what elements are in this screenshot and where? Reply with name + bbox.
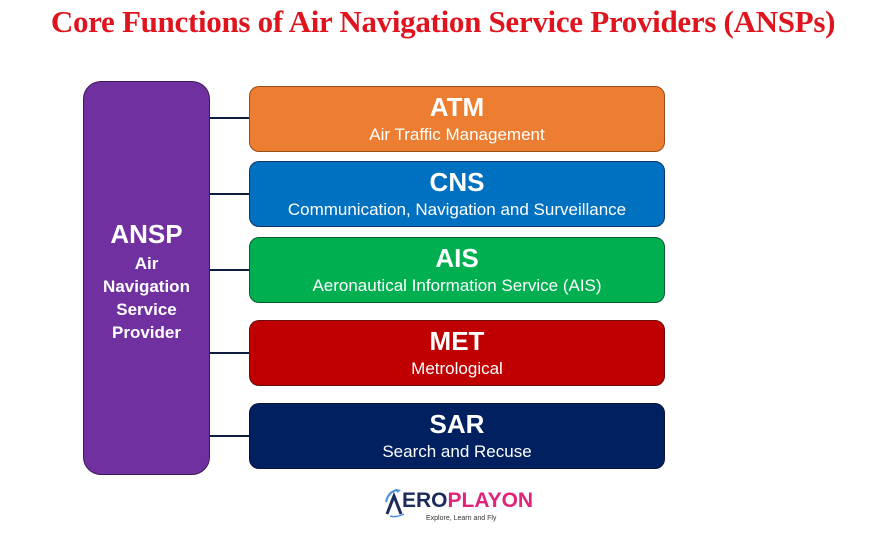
root-full-name: Air Navigation Service Provider xyxy=(103,254,190,342)
function-abbr: SAR xyxy=(429,409,485,439)
root-abbr: ANSP xyxy=(110,219,183,249)
function-box-cns: CNS Communication, Navigation and Survei… xyxy=(249,161,665,227)
connector-met xyxy=(210,352,250,354)
function-box-met: MET Metrological xyxy=(249,320,665,386)
ansp-root-node: ANSP Air Navigation Service Provider xyxy=(83,81,210,475)
connector-atm xyxy=(210,117,250,119)
connector-ais xyxy=(210,269,250,271)
function-full-name: Search and Recuse xyxy=(382,442,532,461)
diagram-title: Core Functions of Air Navigation Service… xyxy=(50,4,836,39)
logo-wordmark: EROPLAYON xyxy=(402,489,534,512)
function-abbr: CNS xyxy=(429,167,485,197)
function-abbr: ATM xyxy=(429,92,485,122)
function-box-sar: SAR Search and Recuse xyxy=(249,403,665,469)
plane-a-icon xyxy=(385,489,405,518)
connector-cns xyxy=(210,193,250,195)
function-box-atm: ATM Air Traffic Management xyxy=(249,86,665,152)
function-full-name: Communication, Navigation and Surveillan… xyxy=(287,200,627,219)
function-full-name: Air Traffic Management xyxy=(369,125,545,144)
connector-sar xyxy=(210,435,250,437)
function-abbr: MET xyxy=(429,326,485,356)
function-full-name: Metrological xyxy=(411,359,503,378)
logo-tagline: Explore, Learn and Fly xyxy=(426,515,497,522)
function-box-ais: AIS Aeronautical Information Service (AI… xyxy=(249,237,665,303)
function-full-name: Aeronautical Information Service (AIS) xyxy=(312,276,602,295)
function-abbr: AIS xyxy=(435,243,479,273)
aeroplayon-logo: EROPLAYON Explore, Learn and Fly xyxy=(384,488,534,528)
